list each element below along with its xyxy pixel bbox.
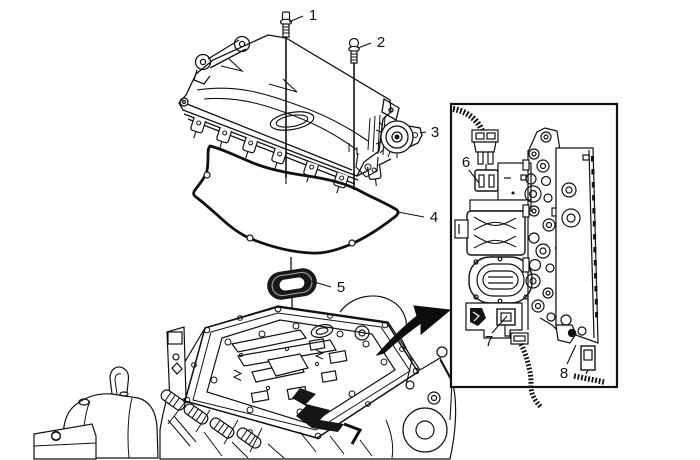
- callout-label-4: 4: [430, 209, 438, 226]
- cover-gasket-drawing: [192, 144, 400, 255]
- solenoid-block-drawing: [454, 210, 526, 256]
- passthru-connector-drawing: [468, 256, 533, 304]
- control-module-cover-drawing: [178, 34, 400, 196]
- zoom-arrow: [375, 305, 452, 356]
- harness-wire-top: [452, 106, 499, 172]
- callout-leader-lines: [288, 15, 577, 365]
- case-plate-drawing: [539, 147, 599, 344]
- bolt-1-drawing: [279, 11, 293, 178]
- callout-label-7: 7: [485, 333, 493, 350]
- vent-connector-drawing: [367, 114, 423, 158]
- callout-label-1: 1: [309, 7, 317, 24]
- callout-label-6: 6: [462, 154, 470, 171]
- callout-label-3: 3: [431, 124, 439, 141]
- connector-7-drawing: [465, 302, 543, 409]
- callout-label-2: 2: [377, 34, 385, 51]
- callout-label-5: 5: [337, 279, 345, 296]
- callout-label-8: 8: [560, 365, 568, 382]
- connector-6-drawing: [474, 169, 499, 192]
- bolt-2-drawing: [348, 37, 360, 190]
- detail-inset-box: [449, 102, 619, 409]
- transmission-assembly-drawing: [33, 295, 457, 460]
- cover-strap: [193, 35, 251, 85]
- connector-8-drawing: [555, 324, 605, 385]
